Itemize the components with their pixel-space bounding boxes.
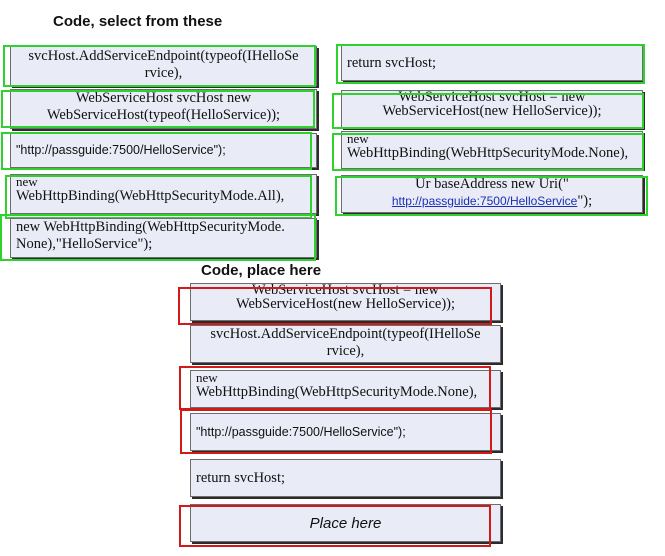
tile-line: WebHttpBinding(WebHttpSecurityMode.None)… — [347, 145, 629, 161]
tile-line: new — [196, 370, 218, 385]
source-tile-binding-none[interactable]: new WebHttpBinding(WebHttpSecurityMode.N… — [341, 131, 643, 169]
source-tile-url-string[interactable]: "http://passguide:7500/HelloService"); — [10, 133, 317, 168]
target-slot-2[interactable]: svcHost.AddServiceEndpoint(typeof(IHello… — [190, 325, 501, 363]
tile-line: return svcHost; — [347, 54, 436, 71]
tile-line: rvice), — [144, 65, 183, 81]
tile-line: "http://passguide:7500/HelloService"); — [196, 424, 406, 439]
tile-line: "); — [577, 193, 593, 209]
target-heading: Code, place here — [201, 262, 322, 279]
tile-line: None),"HelloService"); — [16, 236, 153, 252]
tile-line: WebServiceHost(new HelloService)); — [235, 296, 456, 312]
tile-line-link: http://passguide:7500/HelloService"); — [392, 193, 592, 210]
tile-line: WebServiceHost(typeof(HelloService)); — [46, 107, 281, 123]
tile-line: "http://passguide:7500/HelloService"); — [16, 143, 226, 157]
target-slot-5[interactable]: return svcHost; — [190, 459, 501, 497]
target-slot-6[interactable]: Place here — [190, 504, 501, 542]
tile-line: WebServiceHost svcHost = new — [251, 283, 439, 298]
tile-line: WebServiceHost svcHost new — [75, 90, 252, 106]
tile-line: WebHttpBinding(WebHttpSecurityMode.None)… — [196, 384, 478, 400]
source-tile-return[interactable]: return svcHost; — [341, 45, 643, 81]
tile-line: Ur baseAddress new Uri(" — [415, 176, 569, 192]
target-slot-3[interactable]: new WebHttpBinding(WebHttpSecurityMode.N… — [190, 370, 501, 408]
place-here-label: Place here — [309, 514, 382, 532]
tile-line: WebServiceHost(new HelloService)); — [382, 103, 602, 119]
tile-line: WebServiceHost svcHost = new — [398, 90, 586, 105]
source-tile-add-endpoint[interactable]: svcHost.AddServiceEndpoint(typeof(IHello… — [10, 46, 317, 86]
tile-line: new — [16, 174, 38, 189]
tile-line: new — [347, 131, 369, 146]
source-tile-webservicehost-typeof[interactable]: WebServiceHost svcHost new WebServiceHos… — [10, 89, 317, 129]
source-heading: Code, select from these — [53, 13, 223, 30]
tile-line: svcHost.AddServiceEndpoint(typeof(IHello… — [210, 326, 481, 342]
source-tile-binding-all[interactable]: new WebHttpBinding(WebHttpSecurityMode.A… — [10, 174, 317, 214]
tile-line: return svcHost; — [196, 469, 285, 486]
target-slot-1[interactable]: WebServiceHost svcHost = new WebServiceH… — [190, 283, 501, 321]
source-tile-webservicehost-new[interactable]: WebServiceHost svcHost = new WebServiceH… — [341, 90, 643, 128]
tile-line: WebHttpBinding(WebHttpSecurityMode.All), — [16, 188, 285, 204]
source-tile-base-address[interactable]: Ur baseAddress new Uri(" http://passguid… — [341, 175, 643, 213]
tile-line: new WebHttpBinding(WebHttpSecurityMode. — [16, 219, 285, 235]
tile-line: svcHost.AddServiceEndpoint(typeof(IHello… — [28, 48, 299, 64]
url-link: http://passguide:7500/HelloService — [391, 194, 578, 208]
source-tile-binding-none-helloservice[interactable]: new WebHttpBinding(WebHttpSecurityMode. … — [10, 218, 317, 258]
tile-line: rvice), — [326, 343, 365, 359]
target-slot-4[interactable]: "http://passguide:7500/HelloService"); — [190, 413, 501, 451]
